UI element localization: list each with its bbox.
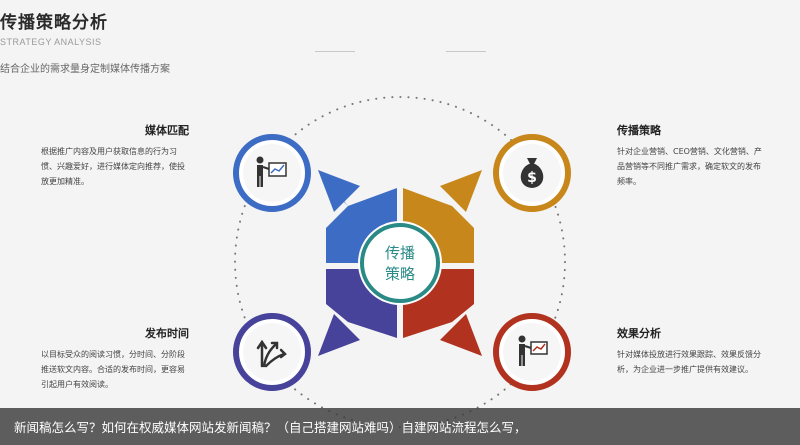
quadrant-title: 传播策略: [617, 124, 661, 137]
quadrant-block-bottom-left: 发布时间 以目标受众的阅读习惯，分时间、分阶段推送软文内容。合适的发布时间，更容…: [41, 325, 189, 392]
quadrant-block-top-left: 媒体匹配 根据推广内容及用户获取信息的行为习惯、兴趣爱好，进行媒体定向推荐，使投…: [41, 122, 189, 189]
page-subtitle: 结合企业的需求量身定制媒体传播方案: [0, 64, 170, 75]
arrow-head-bottom-right: [440, 314, 482, 356]
presenter-chart-icon: [518, 335, 548, 366]
quadrant-block-top-right: 传播策略 针对企业营销、CEO营销、文化营销、产品营销等不同推广需求，确定软文的…: [617, 122, 767, 189]
page-subtitle-en: STRATEGY ANALYSIS: [0, 37, 102, 47]
quadrant-block-bottom-right: 效果分析 针对媒体投放进行效果跟踪、效果反馈分析，为企业进一步推广提供有效建议。: [617, 325, 767, 377]
arrow-head-bottom-left: [318, 314, 360, 356]
caption-text[interactable]: 新闻稿怎么写？如何在权威媒体网站发新闻稿？（自己搭建网站难吗）自建网站流程怎么写…: [14, 420, 527, 435]
arrow-head-top-left: [318, 170, 360, 212]
caption-bar: 新闻稿怎么写？如何在权威媒体网站发新闻稿？（自己搭建网站难吗）自建网站流程怎么写…: [0, 408, 800, 445]
quadrant-title: 媒体匹配: [145, 124, 189, 137]
quadrant-title: 发布时间: [145, 327, 189, 340]
center-label-line1: 传播: [385, 244, 415, 262]
presenter-chart-icon: [256, 156, 287, 187]
page-title: 传播策略分析: [0, 13, 108, 33]
quadrant-desc: 以目标受众的阅读习惯，分时间、分阶段推送软文内容。合适的发布时间，更容易引起用户…: [41, 350, 185, 389]
quadrant-desc: 根据推广内容及用户获取信息的行为习惯、兴趣爱好，进行媒体定向推荐，使投放更加精准…: [41, 147, 185, 186]
center-label-line2: 策略: [385, 265, 415, 283]
quadrant-desc: 针对企业营销、CEO营销、文化营销、产品营销等不同推广需求，确定软文的发布频率。: [617, 147, 762, 186]
divider-right: [446, 51, 486, 52]
quadrant-title: 效果分析: [617, 327, 661, 340]
money-bag-icon: $: [520, 158, 544, 188]
branching-arrows-icon: [256, 339, 287, 368]
svg-text:$: $: [527, 170, 537, 186]
arrow-quadrant-bottom-left: [326, 269, 397, 338]
quadrant-desc: 针对媒体投放进行效果跟踪、效果反馈分析，为企业进一步推广提供有效建议。: [617, 350, 761, 374]
icon-circle-bottom-left-inner: [243, 323, 301, 381]
divider-left: [315, 51, 355, 52]
arrow-head-top-right: [440, 170, 482, 212]
center-circle: [360, 223, 440, 303]
arrow-quadrant-bottom-right: [403, 269, 474, 338]
arrow-quadrant-top-right: [403, 188, 474, 263]
